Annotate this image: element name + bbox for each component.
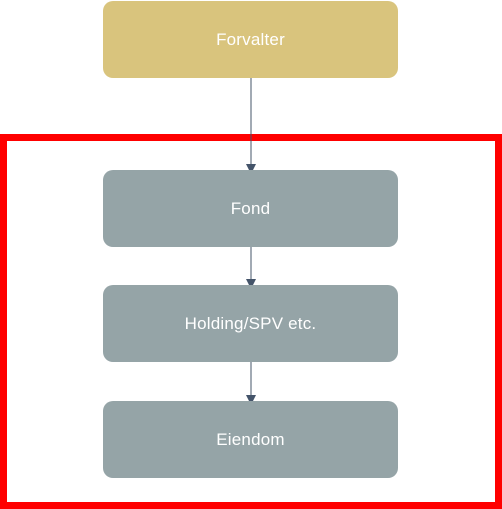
node-fond-label: Fond [230,198,271,218]
node-eiendom: Eiendom [103,401,398,478]
node-holding-label: Holding/SPV etc. [184,313,317,333]
node-forvalter: Forvalter [103,1,398,78]
node-forvalter-label: Forvalter [216,29,285,49]
node-eiendom-label: Eiendom [216,429,285,449]
node-holding: Holding/SPV etc. [103,285,398,362]
node-fond: Fond [103,170,398,247]
